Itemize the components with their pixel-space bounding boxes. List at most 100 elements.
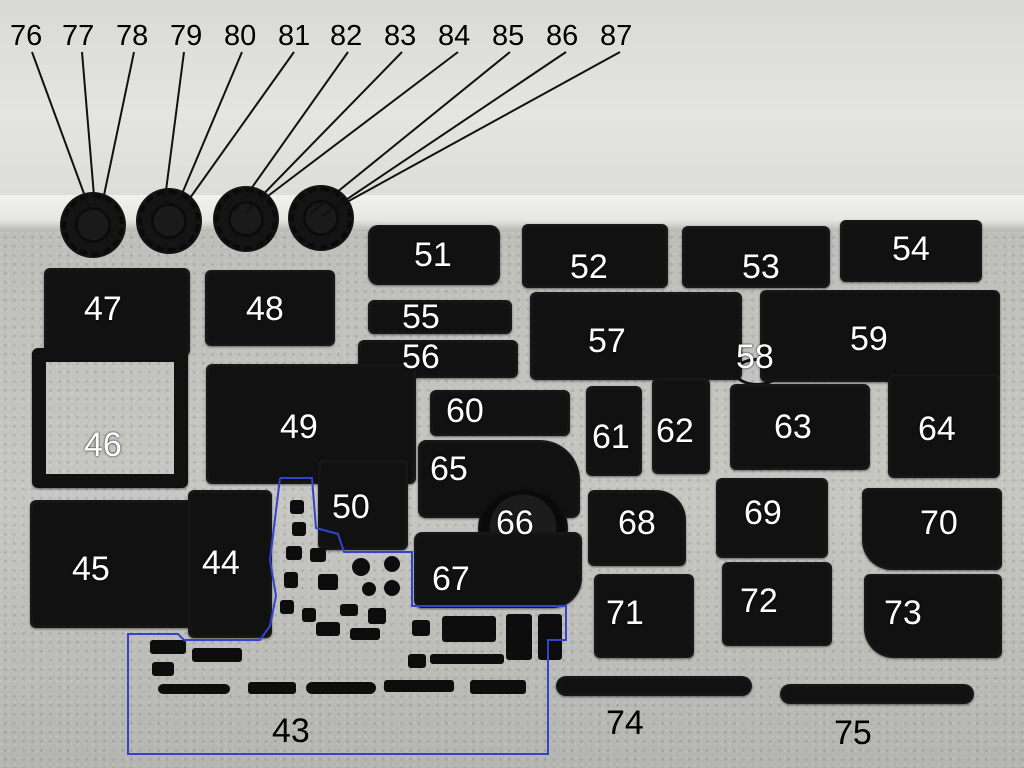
leader-line-84: [259, 51, 459, 203]
label-71: 71: [606, 594, 644, 632]
part-59: [760, 290, 1000, 382]
small-part: [158, 684, 230, 694]
label-46: 46: [84, 426, 122, 464]
label-74: 74: [606, 704, 644, 742]
part-75: [780, 684, 974, 704]
small-part: [384, 556, 400, 572]
small-part: [152, 662, 174, 676]
label-82: 82: [330, 20, 363, 52]
wheel: [288, 185, 354, 251]
small-part: [538, 614, 562, 660]
label-67: 67: [432, 560, 470, 598]
small-part: [248, 682, 296, 694]
label-83: 83: [384, 20, 417, 52]
label-47: 47: [84, 290, 122, 328]
label-45: 45: [72, 550, 110, 588]
leader-line-83: [245, 51, 403, 213]
small-part: [286, 546, 302, 560]
label-50: 50: [332, 488, 370, 526]
label-58: 58: [736, 338, 774, 376]
label-66: 66: [496, 504, 534, 542]
small-part: [430, 654, 504, 664]
leader-line-78: [102, 51, 135, 201]
leader-line-87: [335, 51, 621, 209]
part-62: [652, 378, 710, 474]
small-part: [292, 522, 306, 536]
small-part: [442, 616, 496, 642]
small-part: [470, 680, 526, 694]
small-part: [318, 574, 338, 590]
label-86: 86: [546, 20, 579, 52]
label-56: 56: [402, 338, 440, 376]
small-part: [352, 558, 370, 576]
part-44: [188, 490, 272, 638]
label-62: 62: [656, 412, 694, 450]
leader-line-85: [309, 51, 511, 215]
label-57: 57: [588, 322, 626, 360]
label-81: 81: [278, 20, 311, 52]
label-70: 70: [920, 504, 958, 542]
leader-lines: [31, 51, 621, 217]
label-52: 52: [570, 248, 608, 286]
part-64: [888, 374, 1000, 478]
part-47: [44, 268, 190, 356]
group-43-outline: [127, 477, 567, 755]
part-52: [522, 224, 668, 288]
part-72: [722, 562, 832, 646]
leader-line-86: [321, 51, 567, 217]
label-79: 79: [170, 20, 203, 52]
small-part: [280, 600, 294, 614]
label-72: 72: [740, 582, 778, 620]
part-68: [588, 490, 686, 566]
leader-line-81: [189, 51, 295, 199]
part-71: [594, 574, 694, 658]
label-60: 60: [446, 392, 484, 430]
small-part: [316, 622, 340, 636]
part-69: [716, 478, 828, 558]
part-46: [32, 348, 188, 488]
label-55: 55: [402, 298, 440, 336]
part-57: [530, 292, 742, 380]
small-part: [310, 548, 326, 562]
small-part: [302, 608, 316, 622]
label-69: 69: [744, 494, 782, 532]
part-67: [414, 532, 582, 608]
small-part: [290, 500, 304, 514]
part-53: [682, 226, 830, 288]
leader-line-82: [235, 51, 349, 211]
label-77: 77: [62, 20, 95, 52]
label-65: 65: [430, 450, 468, 488]
small-part: [192, 648, 242, 662]
small-part: [284, 572, 298, 588]
small-part: [384, 680, 454, 692]
label-63: 63: [774, 408, 812, 446]
small-part: [384, 580, 400, 596]
label-85: 85: [492, 20, 525, 52]
part-61: [586, 386, 642, 476]
small-part: [412, 620, 430, 636]
small-part: [340, 604, 358, 616]
part-60: [430, 390, 570, 436]
label-87: 87: [600, 20, 633, 52]
label-59: 59: [850, 320, 888, 358]
leader-line-77: [81, 51, 96, 209]
small-part: [506, 614, 532, 660]
label-51: 51: [414, 236, 452, 274]
part-74: [556, 676, 752, 696]
label-78: 78: [116, 20, 149, 52]
label-48: 48: [246, 290, 284, 328]
small-part: [368, 608, 386, 624]
small-part: [350, 628, 380, 640]
small-part: [362, 582, 376, 596]
label-76: 76: [10, 20, 43, 52]
label-84: 84: [438, 20, 471, 52]
part-63: [730, 384, 870, 470]
label-75: 75: [834, 714, 872, 752]
wall: [0, 0, 1024, 205]
label-73: 73: [884, 594, 922, 632]
part-55: [368, 300, 512, 334]
part-48: [205, 270, 335, 346]
part-51: [368, 225, 500, 285]
label-44: 44: [202, 544, 240, 582]
